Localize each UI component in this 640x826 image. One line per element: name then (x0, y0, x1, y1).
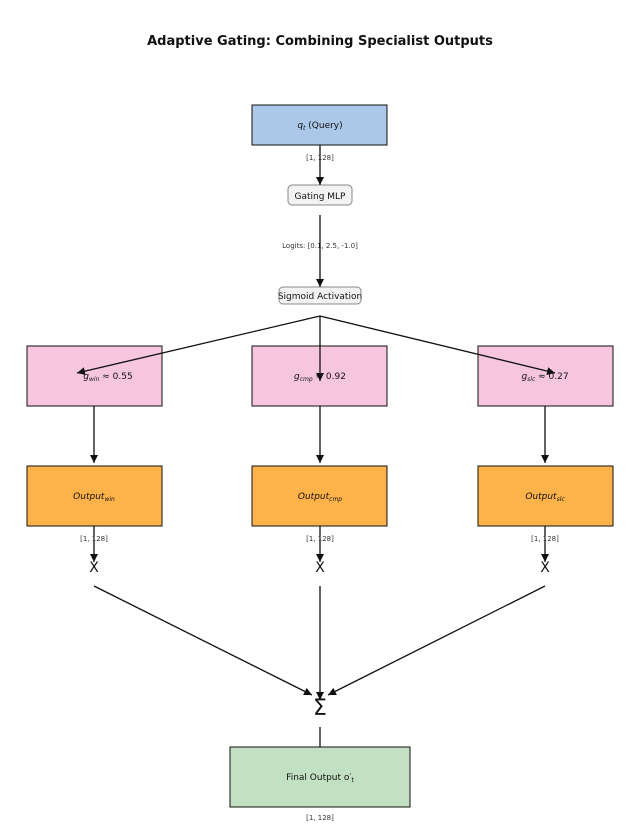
output-label-win: Outputwin (73, 492, 115, 503)
gate-node-win (26, 345, 163, 407)
output-node-win: Outputwin (26, 465, 163, 527)
sigmoid-label: Sigmoid Activation (278, 292, 362, 302)
multiply-symbol-cmp: X (315, 560, 325, 576)
query-node: qt (Query) (251, 104, 388, 146)
multiply-symbol-win: X (89, 560, 99, 576)
gate-label-cmp: gcmp ≈ 0.92 (294, 372, 346, 383)
gate-box-slc (477, 345, 614, 407)
gate-label-slc: gslc ≈ 0.27 (521, 372, 568, 383)
output-shape-cmp: [1, 128] (306, 535, 334, 543)
output-box-slc (477, 465, 614, 527)
output-box-win (26, 465, 163, 527)
output-shape-slc: [1, 128] (531, 535, 559, 543)
final-output-box (229, 746, 411, 808)
final-output-label: Final Output o′t (286, 773, 354, 784)
output-label-cmp: Outputcmp (298, 492, 342, 503)
output-node-cmp: Outputcmp (251, 465, 388, 527)
output-label-slc: Outputslc (525, 492, 565, 503)
output-box-cmp (251, 465, 388, 527)
gate-label-win: gwin ≈ 0.55 (83, 372, 132, 383)
output-node-slc: Outputslc (477, 465, 614, 527)
sum-symbol: Σ (313, 696, 327, 721)
diagram-title: Adaptive Gating: Combining Specialist Ou… (147, 34, 493, 49)
multiply-symbol-slc: X (540, 560, 550, 576)
arrow-sigmoid-to-gate-slc (319, 315, 556, 376)
sigmoid-node: Sigmoid Activation (278, 286, 362, 305)
output-shape-win: [1, 128] (80, 535, 108, 543)
gate-node-slc (477, 345, 614, 407)
arrow-multiply-win-to-sum (93, 585, 313, 696)
final-output-node: Final Output o′t (229, 746, 411, 808)
gating-mlp-node: Gating MLP (287, 184, 353, 206)
query-label: qt (Query) (297, 121, 342, 132)
connector-arrows (76, 145, 556, 747)
gating-mlp-label: Gating MLP (294, 192, 346, 202)
gate-box-win (26, 345, 163, 407)
arrow-sigmoid-to-gate-win (76, 315, 321, 376)
arrow-multiply-slc-to-sum (327, 585, 546, 696)
query-box (251, 104, 388, 146)
final-output-shape: [1, 128] (306, 814, 334, 822)
